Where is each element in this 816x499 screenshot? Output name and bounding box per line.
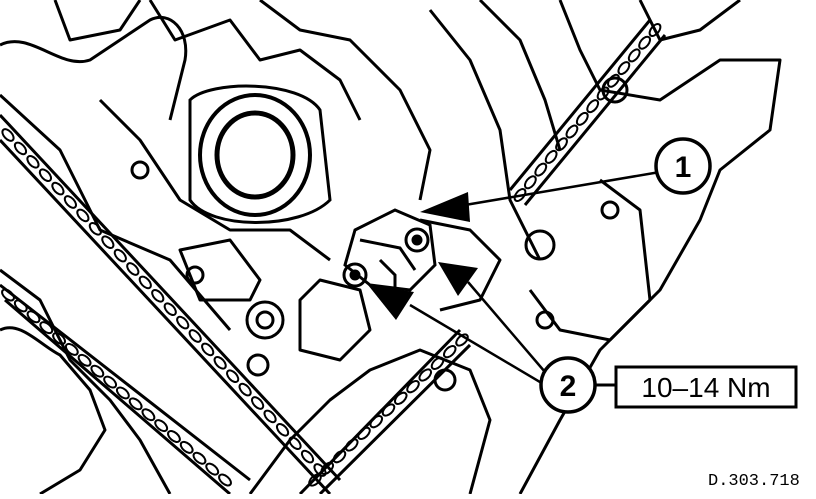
chain-link — [442, 345, 457, 359]
chain-link — [167, 430, 181, 443]
leader-line-1 — [464, 170, 661, 207]
chain-link — [320, 461, 335, 475]
chain-link — [151, 288, 165, 303]
chain-link — [586, 99, 600, 114]
chain-link — [188, 329, 202, 343]
chain-link — [263, 409, 277, 424]
chain-link — [513, 188, 527, 202]
chain-link — [332, 450, 347, 464]
arrow-2b-head — [368, 285, 414, 320]
chain-link — [575, 111, 589, 126]
chain-link — [544, 149, 558, 164]
chain-link — [638, 35, 652, 50]
arrow-2a-head — [438, 262, 478, 296]
chain-link — [565, 124, 579, 139]
chain-link — [26, 310, 41, 324]
chain-link — [77, 353, 92, 367]
chain-link — [126, 262, 140, 276]
callout-1: 1 — [654, 137, 712, 195]
chain-link — [90, 364, 105, 378]
chain-tensioner — [342, 208, 437, 292]
chain-link — [13, 299, 28, 313]
chain-link — [226, 369, 240, 384]
chain-link — [128, 397, 143, 411]
chain-links-left — [1, 128, 327, 487]
chain-link — [38, 168, 53, 183]
timing-chain-left — [0, 113, 342, 496]
chain-link — [627, 48, 641, 63]
chain-link — [213, 355, 227, 370]
chain-link — [238, 382, 252, 397]
drawing-reference: D.303.718 — [708, 472, 800, 491]
chain-link — [288, 436, 302, 451]
chain-link — [51, 181, 65, 196]
chain-link — [101, 235, 115, 250]
chain-link — [39, 321, 54, 335]
chain-link — [26, 154, 40, 169]
chain-link — [63, 195, 77, 209]
chain-link — [393, 391, 408, 405]
chain-link — [381, 403, 396, 417]
bearing-bore — [188, 84, 332, 224]
chain-link — [163, 302, 177, 317]
chain-link — [418, 368, 433, 382]
chain-link — [154, 419, 169, 433]
chain-link — [76, 208, 90, 223]
timing-chain-right — [298, 19, 667, 496]
chain-link — [113, 248, 127, 263]
chain-link — [192, 451, 207, 465]
engine-block-outline — [0, 0, 782, 496]
callout-1-label: 1 — [675, 151, 692, 184]
chain-link — [534, 162, 548, 177]
chain-link — [1, 128, 15, 142]
chain-link — [201, 342, 215, 357]
chain-link — [357, 426, 371, 440]
chain-link — [596, 86, 610, 101]
chain-link — [308, 473, 322, 487]
arrow-1-head — [420, 192, 470, 222]
callout-2-label: 2 — [560, 370, 577, 403]
chain-link — [344, 438, 359, 452]
chain-link — [64, 342, 79, 356]
chain-link — [205, 462, 220, 476]
callout-2: 2 — [539, 356, 597, 414]
chain-link — [138, 275, 152, 290]
chain-link — [455, 333, 469, 347]
chain-link — [52, 332, 66, 345]
chain-link — [141, 408, 156, 422]
chain-link — [300, 449, 315, 464]
chain-link — [13, 141, 28, 156]
chain-links-right — [308, 23, 662, 487]
chain-link — [218, 473, 232, 487]
chain-link — [88, 221, 102, 236]
chain-link — [430, 356, 445, 370]
chain-link — [648, 23, 662, 37]
leader-lines-2 — [409, 281, 546, 387]
chain-link — [179, 440, 194, 454]
chain-link — [555, 137, 568, 152]
chain-link — [176, 315, 190, 330]
torque-spec-value: 10–14 Nm — [641, 372, 770, 403]
chain-link — [275, 422, 290, 437]
chain-link — [406, 380, 420, 394]
chain-link — [1, 288, 15, 302]
chain-link — [369, 415, 384, 429]
chain-link — [617, 61, 631, 76]
chain-link — [523, 175, 537, 190]
bolt-holes — [130, 76, 629, 392]
chain-link — [251, 396, 265, 410]
chain-link — [103, 375, 118, 389]
chain-link — [607, 73, 620, 88]
torque-spec-box: 10–14 Nm — [614, 365, 798, 409]
chain-link — [115, 386, 130, 400]
